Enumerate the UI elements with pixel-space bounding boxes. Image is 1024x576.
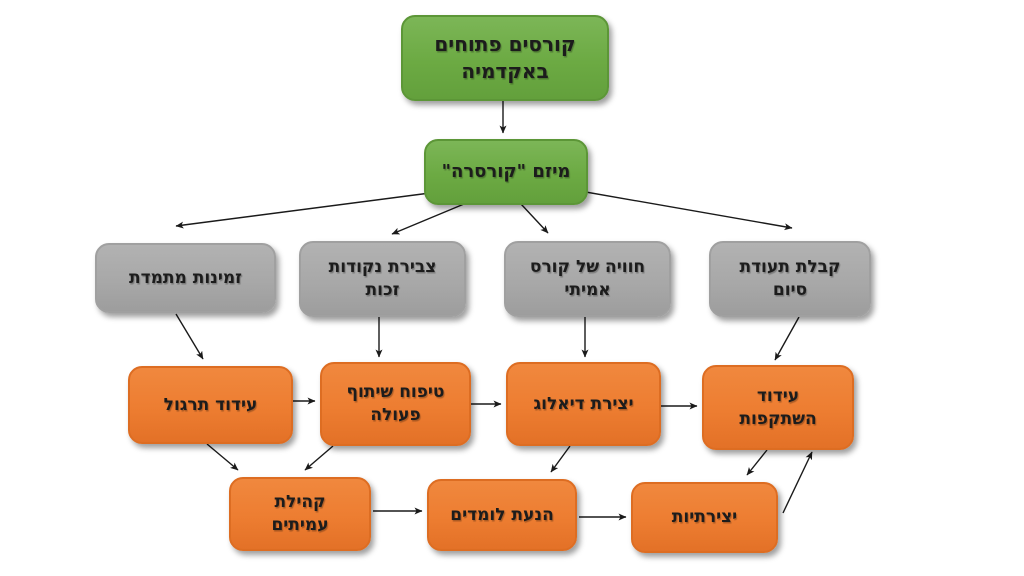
node-encourage-reflection: עידוד השתקפות xyxy=(702,365,854,450)
node-open-courses-label: קורסים פתוחים באקדמיה xyxy=(434,32,576,83)
arrow-coursera-to-availability xyxy=(175,192,431,229)
node-completion-certificate: קבלת תעודת סיום xyxy=(709,241,871,317)
node-create-dialogue: יצירת דיאלוג xyxy=(506,362,661,446)
node-credit-points-label: צבירת נקודות זכות xyxy=(328,257,437,300)
node-credit-points: צבירת נקודות זכות xyxy=(299,241,466,317)
node-create-dialogue-label: יצירת דיאלוג xyxy=(533,393,634,414)
arrow-coursera-to-real-course xyxy=(520,203,549,234)
node-creativity-label: יצירתיות xyxy=(671,507,738,528)
node-constant-availability-label: זמינות מתמדת xyxy=(128,267,242,288)
node-motivate-learners: הנעת לומדים xyxy=(427,479,577,551)
node-encourage-practice-label: עידוד תרגול xyxy=(163,394,258,415)
arrow-coursera-to-certificate xyxy=(579,190,793,231)
node-encourage-reflection-label: עידוד השתקפות xyxy=(739,385,817,429)
arrow-availability-to-practice xyxy=(175,313,204,360)
node-encourage-practice: עידוד תרגול xyxy=(128,366,293,444)
arrow-dialogue-to-motivation xyxy=(550,445,571,473)
node-peer-community-label: קהילת עמיתים xyxy=(271,492,329,535)
node-coursera-venture: מיזם "קורסרה" xyxy=(424,139,588,205)
arrow-cooperation-to-community xyxy=(304,445,334,471)
node-motivate-learners-label: הנעת לומדים xyxy=(450,504,554,525)
node-completion-certificate-label: קבלת תעודת סיום xyxy=(739,257,841,300)
node-peer-community: קהילת עמיתים xyxy=(229,477,371,551)
node-constant-availability: זמינות מתמדת xyxy=(95,243,276,313)
arrow-creativity-to-reflection xyxy=(782,451,813,514)
node-creativity: יצירתיות xyxy=(631,482,778,553)
node-foster-cooperation: טיפוח שיתוף פעולה xyxy=(320,362,471,446)
arrow-coursera-to-credits xyxy=(391,203,465,235)
arrow-reflection-to-creativity xyxy=(746,449,768,476)
arrow-certificate-to-reflection xyxy=(774,316,800,361)
node-open-courses: קורסים פתוחים באקדמיה xyxy=(401,15,609,101)
node-real-course-experience-label: חוויה של קורס אמיתי xyxy=(529,257,646,300)
arrow-practice-to-community xyxy=(206,443,239,471)
node-foster-cooperation-label: טיפוח שיתוף פעולה xyxy=(346,382,445,425)
node-real-course-experience: חוויה של קורס אמיתי xyxy=(504,241,671,317)
node-coursera-venture-label: מיזם "קורסרה" xyxy=(441,160,571,182)
